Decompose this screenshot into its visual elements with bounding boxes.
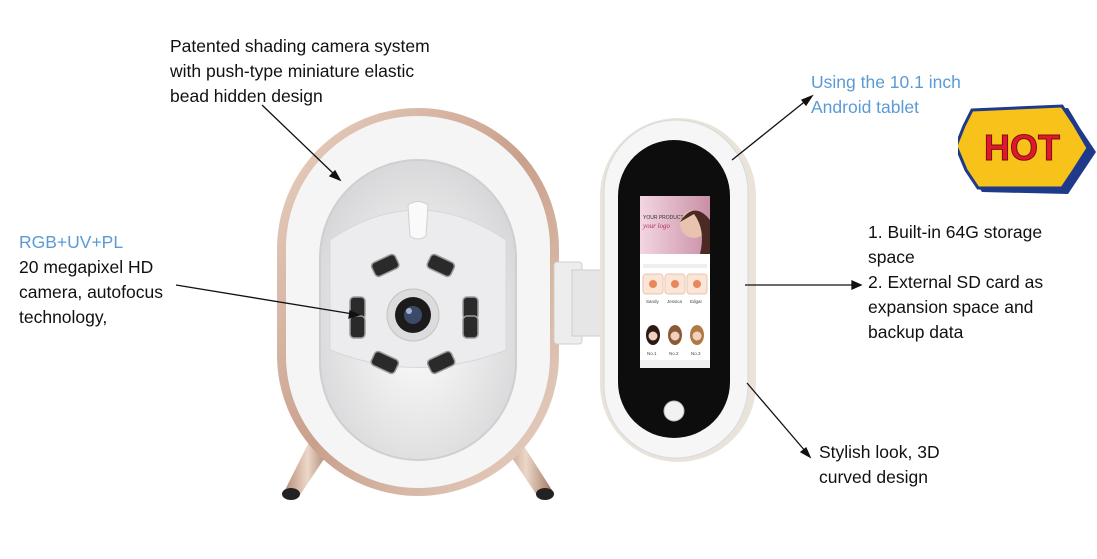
slot-label-2: No.2 (669, 351, 679, 356)
screen-banner-line2: your logo (642, 222, 671, 230)
annotation-design: Stylish look, 3D curved design (819, 442, 940, 487)
profile-name-1: Sandy (646, 299, 660, 304)
slot-label-1: No.1 (647, 351, 657, 356)
annotation-tablet: Using the 10.1 inch Android tablet (811, 72, 961, 117)
hot-badge-text: HOT (984, 127, 1060, 168)
pointer-arrows (175, 94, 863, 459)
annotation-camera-spec-body: 20 megapixel HD camera, autofocus techno… (19, 257, 163, 327)
annotation-storage: 1. Built-in 64G storage space 2. Externa… (868, 222, 1044, 342)
tablet-screen: YOUR PRODUCT your logo Sandy Jessica Edg… (640, 196, 710, 368)
slot-label-3: No.3 (691, 351, 701, 356)
led-lights (349, 253, 479, 375)
annotation-camera-spec-heading: RGB+UV+PL (19, 232, 124, 252)
profile-name-3: Edgar (690, 299, 703, 304)
annotation-shading-camera: Patented shading camera system with push… (170, 36, 430, 106)
screen-banner-line1: YOUR PRODUCT (643, 215, 684, 221)
hot-badge: HOT (958, 104, 1096, 194)
camera-lens (386, 288, 440, 342)
profile-name-2: Jessica (667, 299, 683, 304)
